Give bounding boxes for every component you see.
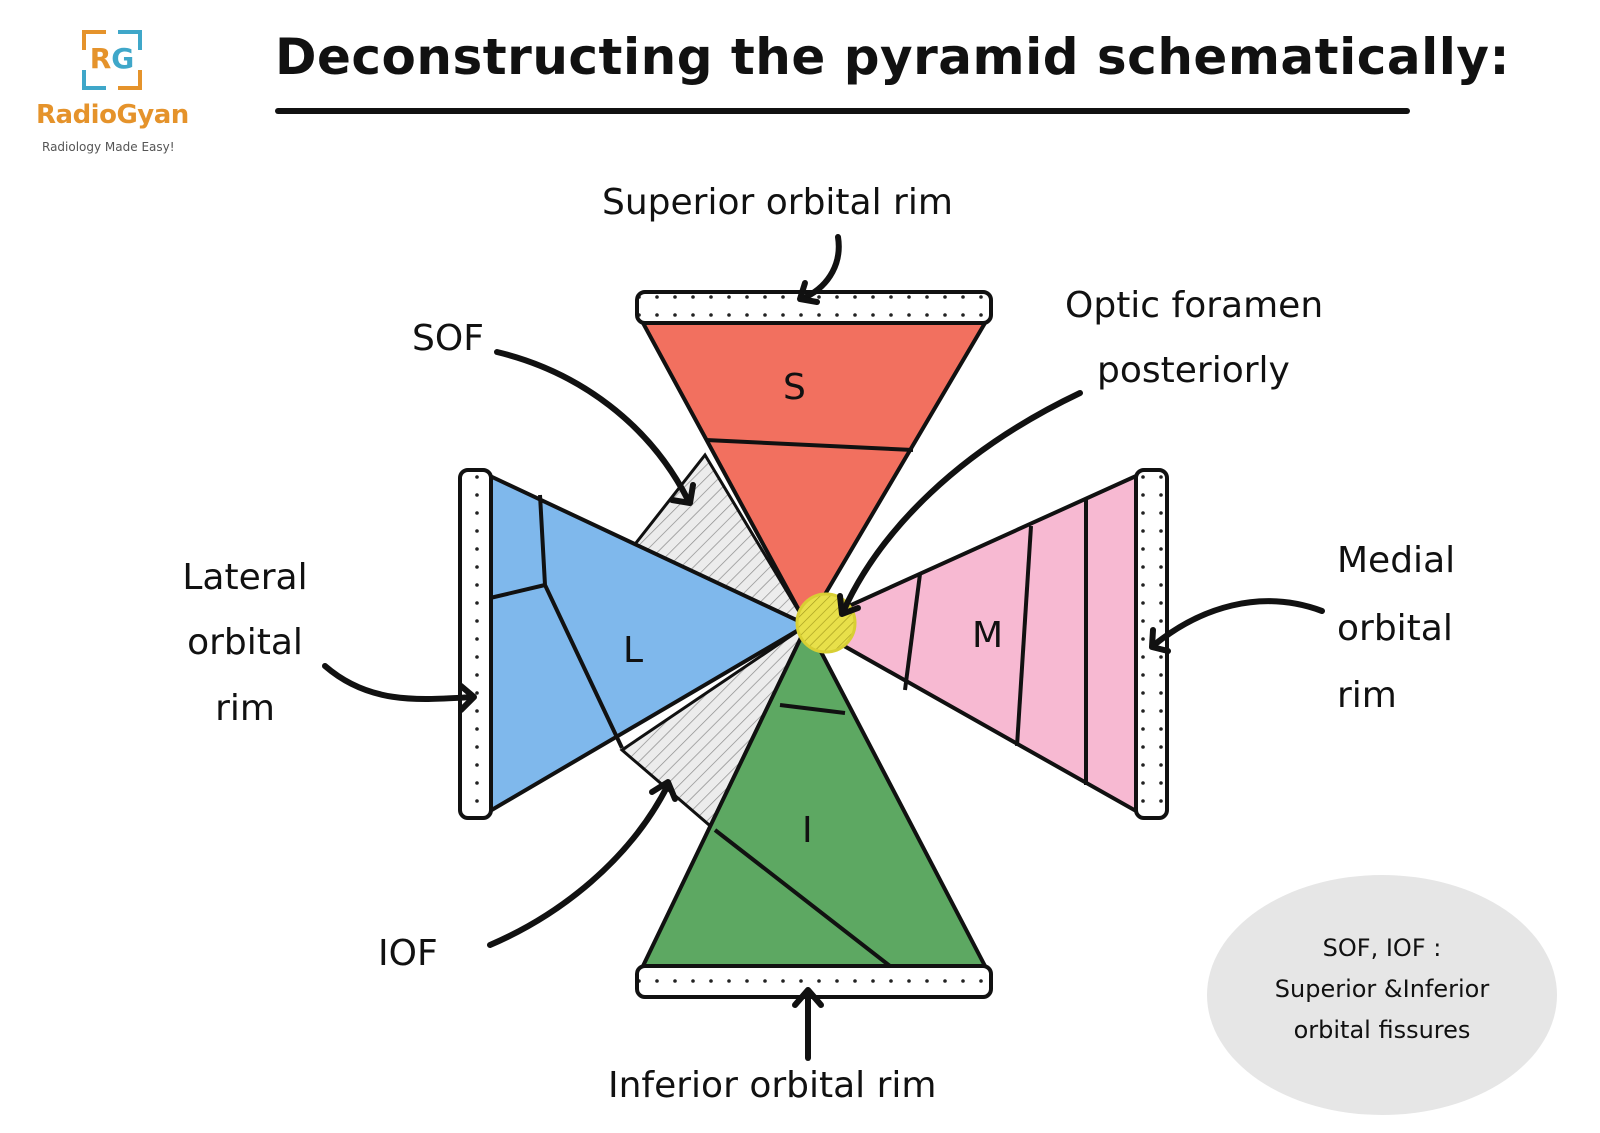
region-label-medial: M: [972, 615, 1004, 656]
lateral-wall: [458, 468, 812, 820]
logo-initial-r: R: [89, 42, 112, 75]
superior-rim-arrowhead: [797, 280, 820, 305]
lateral-rim-arrowhead: [458, 683, 477, 713]
sof-arrowhead: [669, 482, 696, 506]
medial-rim-arrow: [1151, 598, 1325, 648]
label-medial-line1: Medial: [1337, 540, 1456, 581]
superior-wall: [635, 290, 993, 630]
optic-foramen-arrowhead: [837, 593, 861, 617]
label-superior-orbital-rim: Superior orbital rim: [602, 182, 953, 223]
legend-note-text: SOF, IOF : Superior &Inferior orbital fi…: [1207, 928, 1557, 1051]
superior-orbital-rim-bar: [635, 290, 993, 325]
sof-arrow: [494, 349, 691, 503]
logo-frame-icon: [82, 30, 142, 90]
logo-initials: RG: [80, 42, 144, 75]
legend-note-ellipse: [1207, 875, 1557, 1115]
logo-initial-g: G: [111, 42, 135, 75]
label-iof: IOF: [378, 933, 438, 974]
medial-rim-arrowhead: [1149, 627, 1171, 654]
inferior-rim-arrowhead: [792, 987, 824, 1008]
superior-rim-arrow: [803, 234, 842, 300]
label-sof: SOF: [412, 318, 484, 359]
label-inferior-orbital-rim: Inferior orbital rim: [608, 1065, 937, 1106]
lateral-rim-arrow: [322, 663, 476, 702]
label-medial-line2: orbital: [1337, 608, 1453, 649]
lateral-orbital-rim-bar: [458, 468, 493, 820]
legend-note-line2: Superior &Inferior: [1274, 975, 1490, 1003]
iof-arrow: [487, 782, 671, 948]
region-label-inferior: I: [802, 810, 813, 851]
optic-foramen-arrow: [840, 390, 1083, 615]
label-optic-foramen-line2: posteriorly: [1097, 350, 1290, 391]
inferior-wall: [635, 620, 993, 999]
label-lateral-line2: orbital: [187, 622, 303, 663]
legend-note-line3: orbital fissures: [1293, 1016, 1471, 1044]
title-underline: [275, 108, 1410, 114]
logo-name: RadioGyan: [36, 100, 189, 130]
label-lateral-line3: rim: [215, 688, 275, 729]
iof-arrowhead: [649, 779, 678, 802]
label-medial-line3: rim: [1337, 675, 1397, 716]
region-label-superior: S: [783, 367, 806, 408]
radiogyan-logo: RG RadioGyan Radiology Made Easy!: [30, 22, 230, 172]
label-lateral-line1: Lateral: [182, 557, 308, 598]
legend-note-line1: SOF, IOF :: [1322, 934, 1442, 962]
page-title: Deconstructing the pyramid schematically…: [275, 28, 1510, 86]
logo-tagline: Radiology Made Easy!: [42, 140, 175, 154]
label-optic-foramen-line1: Optic foramen: [1065, 285, 1324, 326]
region-label-lateral: L: [623, 630, 644, 671]
